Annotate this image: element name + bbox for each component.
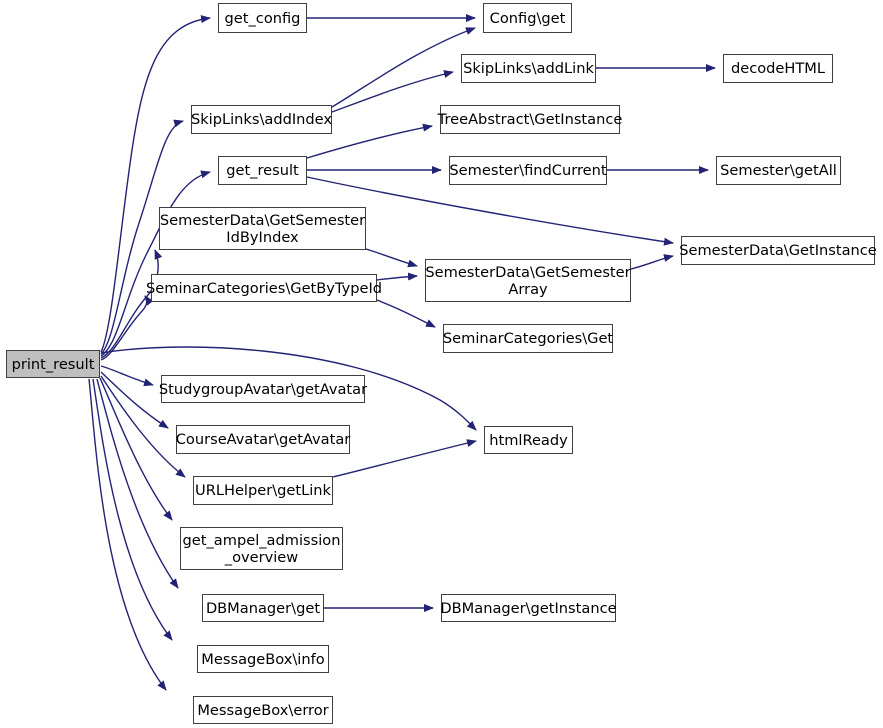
node-semesterdata_getsemesterarray[interactable]: SemesterData\GetSemester Array — [425, 259, 631, 302]
node-semesterdata_getsemesteridbyindex[interactable]: SemesterData\GetSemester IdByIndex — [159, 207, 366, 250]
node-seminarcategories_get[interactable]: SeminarCategories\Get — [443, 324, 613, 353]
node-get_ampel_admission_overview[interactable]: get_ampel_admission _overview — [180, 527, 343, 570]
node-semester_findcurrent[interactable]: Semester\findCurrent — [449, 156, 607, 185]
node-studygroupavatar_getavatar[interactable]: StudygroupAvatar\getAvatar — [159, 375, 367, 403]
edge-seminarcategories_getbytypeid-to-seminarcategories_get — [376, 299, 436, 328]
edge-seminarcategories_getbytypeid-to-semesterdata_getsemesterarray — [376, 272, 418, 281]
edge-print_result-to-messagebox_info — [92, 378, 173, 641]
node-messagebox_error[interactable]: MessageBox\error — [193, 696, 333, 724]
edge-skiplinks_addindex-to-config_get — [331, 27, 476, 108]
node-seminarcategories_getbytypeid[interactable]: SeminarCategories\GetByTypeId — [146, 274, 382, 302]
edge-semesterdata_getsemesteridbyindex-to-semesterdata_getsemesterarray — [365, 248, 418, 268]
edge-print_result-to-seminarcategories_getbytypeid — [100, 295, 154, 361]
node-decodehtml[interactable]: decodeHTML — [723, 54, 833, 83]
node-get_config[interactable]: get_config — [218, 3, 307, 33]
node-htmlready[interactable]: htmlReady — [484, 426, 573, 454]
node-dbmanager_get[interactable]: DBManager\get — [202, 594, 324, 622]
node-dbmanager_getinstance[interactable]: DBManager\getInstance — [440, 594, 617, 622]
node-skiplinks_addlink[interactable]: SkipLinks\addLink — [461, 54, 596, 83]
edge-skiplinks_addindex-to-skiplinks_addlink — [331, 70, 454, 113]
node-print_result[interactable]: print_result — [6, 350, 100, 378]
node-messagebox_info[interactable]: MessageBox\info — [197, 645, 329, 673]
edge-urlhelper_getlink-to-htmlready — [332, 439, 477, 478]
node-semester_getall[interactable]: Semester\getAll — [716, 156, 841, 185]
node-courseavatar_getavatar[interactable]: CourseAvatar\getAvatar — [176, 425, 350, 454]
edge-print_result-to-messagebox_error — [88, 378, 167, 691]
edge-print_result-to-semesterdata_getsemesteridbyindex — [100, 249, 163, 359]
edge-print_result-to-studygroupavatar_getavatar — [100, 365, 154, 387]
node-get_result[interactable]: get_result — [218, 156, 307, 185]
node-skiplinks_addindex[interactable]: SkipLinks\addIndex — [191, 105, 332, 134]
edge-print_result-to-dbmanager_get — [96, 378, 179, 589]
edge-print_result-to-get_result — [100, 170, 211, 357]
node-semesterdata_getinstance[interactable]: SemesterData\GetInstance — [679, 236, 877, 265]
node-config_get[interactable]: Config\get — [483, 3, 572, 33]
edge-semesterdata_getsemesterarray-to-semesterdata_getinstance — [630, 254, 674, 270]
node-urlhelper_getlink[interactable]: URLHelper\getLink — [193, 476, 333, 505]
node-treeabstract_getinstance[interactable]: TreeAbstract\GetInstance — [438, 105, 622, 134]
